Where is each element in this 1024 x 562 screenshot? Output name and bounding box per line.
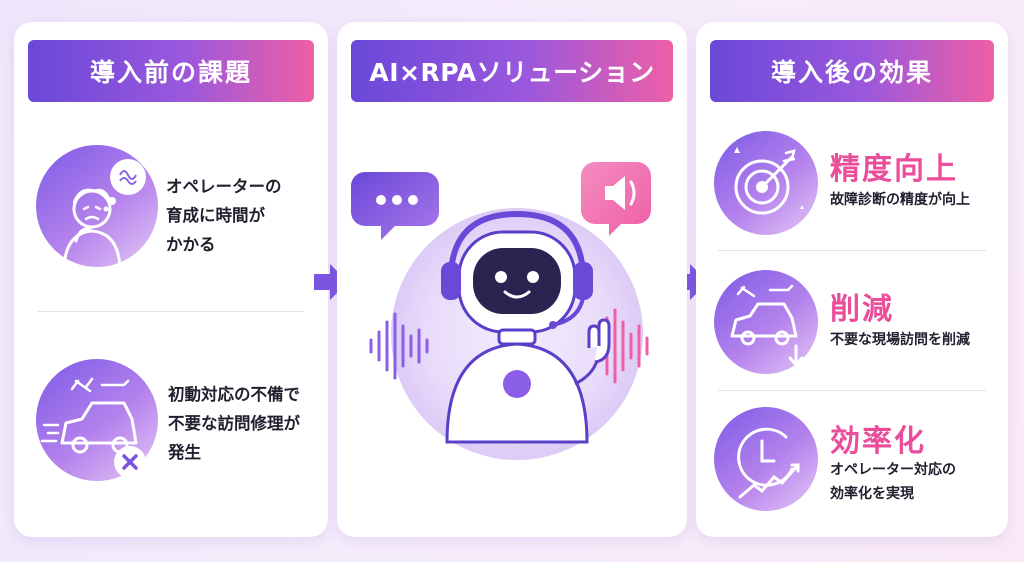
effect-title-accuracy: 精度向上 [830,152,958,187]
effect-title-reduction: 削減 [830,292,894,327]
solution-card: AI×RPAソリューション [337,22,687,537]
challenge-text-training: オペレーターの 育成に時間が かかる [166,172,282,259]
effects-card: 導入後の効果 精度向上 故障診断の精度が向上 削減 不要な現場訪問を削減 [696,22,1008,537]
arrow-right-icon [314,264,348,300]
challenges-card: 導入前の課題 オペレーターの 育成に時間が かかる [14,22,328,537]
effect-title-efficiency: 効率化 [830,424,926,459]
worried-operator-icon [36,145,158,267]
right-divider [718,250,986,251]
right-divider [718,390,986,391]
clock-growth-icon [714,407,818,511]
challenge-text-visits-line: 初動対応の不備で 不要な訪問修理が 発生 [168,385,300,462]
effect-sub-efficiency: オペレーター対応の 効率化を実現 [830,458,956,506]
left-divider [38,311,304,312]
effect-sub-reduction: 不要な現場訪問を削減 [830,332,970,348]
effects-header: 導入後の効果 [710,40,994,102]
challenge-text-visits: 初動対応の不備で 不要な訪問修理が 発生 [168,380,300,467]
arrow-right-icon [674,264,708,300]
truck-reduction-icon [714,270,818,374]
effect-sub-accuracy: 故障診断の精度が向上 [830,192,970,208]
challenge-text-training-line: オペレーターの 育成に時間が かかる [166,177,282,254]
service-truck-cancel-icon [36,359,158,481]
headset-robot-icon [351,162,651,460]
solution-header: AI×RPAソリューション [351,40,673,102]
challenges-header: 導入前の課題 [28,40,314,102]
effect-sub-efficiency-line: オペレーター対応の 効率化を実現 [830,462,956,502]
target-icon [714,131,818,235]
